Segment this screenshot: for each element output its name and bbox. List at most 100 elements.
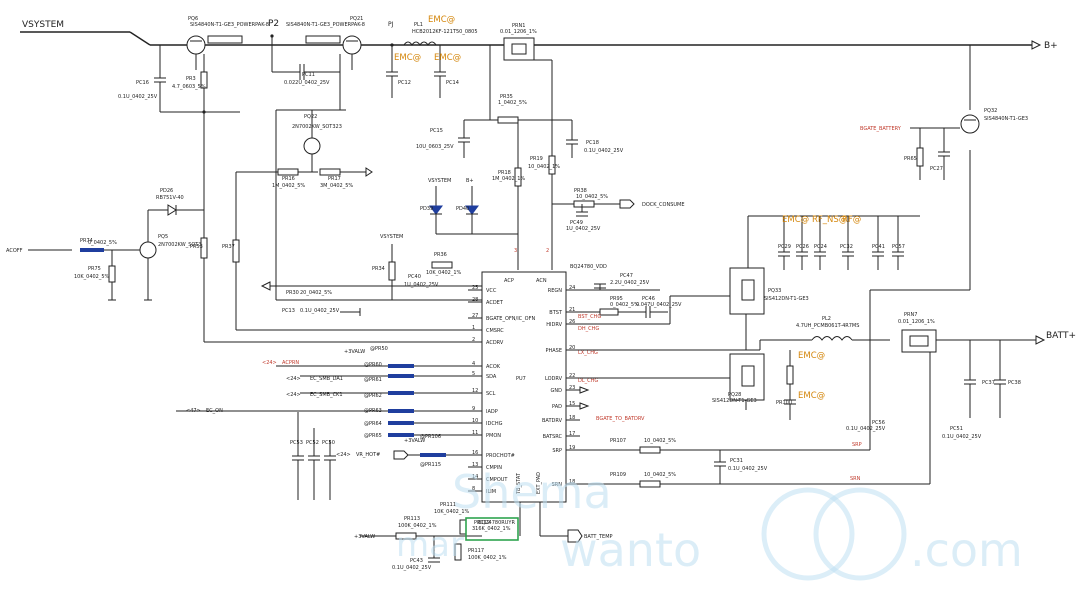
net-label-vsystem-small2: VSYSTEM <box>380 234 403 240</box>
label-pc15-value: 10U_0603_25V <box>416 144 454 150</box>
net-label-srn: SRN <box>850 476 861 482</box>
capacitor-pc12 <box>386 45 398 98</box>
label-pc16-value: 0.1U_0402_25V <box>118 94 158 100</box>
ic-pin-number: 15 <box>569 401 575 407</box>
emc-label-1: EMC@ <box>428 15 455 25</box>
label-pc56-value: 0.1U_0402_25V <box>846 426 886 432</box>
label-pc31-value: 0.1U_0402_25V <box>728 466 768 472</box>
net-label-ec-smb-da1: EC_SMB_DA1 <box>310 376 343 382</box>
label-pr30-value: 20_0402_5% <box>300 290 332 296</box>
label-pr109-value: 10_0402_5% <box>644 472 676 478</box>
ic-pin-number: 17 <box>569 431 575 437</box>
label-pc13-value: 0.1U_0402_25V <box>300 308 340 314</box>
ic-pin-name: BGATE_OFN/IC_OFN <box>486 316 535 322</box>
ic-pin-name: ACDET <box>486 300 504 306</box>
ic-pin-number: 1 <box>472 325 475 331</box>
ic-ref: PU7 <box>516 376 526 382</box>
page-ref-b: <24> <box>286 376 301 382</box>
label-pc27: PC27 <box>930 166 943 172</box>
ic-pin-number: 16 <box>472 450 478 456</box>
ic-pin-name: IDCHG <box>486 421 503 427</box>
mosfet-pq32 <box>960 114 980 134</box>
page-ref-d: <47> <box>186 408 201 414</box>
ic-bq24780 <box>481 271 567 503</box>
ic-pin-name: ACOK <box>486 364 501 370</box>
label-pr18-value: 1M_0402_1% <box>492 176 525 182</box>
label-pc49: PC49 <box>570 220 583 226</box>
capacitor-pc11 <box>271 36 341 110</box>
net-label-p2: P2 <box>268 19 279 29</box>
net-ref-3valw-b: +3VALW <box>404 438 425 444</box>
label-pc31: PC31 <box>730 458 743 464</box>
label-pr35-value: 1_0402_5% <box>498 100 527 106</box>
label-pq32-value: SIS4840N-T1-GE3 <box>984 116 1028 122</box>
resistor-pr38 <box>552 199 635 209</box>
label-pr30: PR30 <box>286 290 299 296</box>
label-pc13: PC13 <box>282 308 295 314</box>
input-capacitor <box>814 216 826 270</box>
ic-pin-number: 18 <box>569 415 575 421</box>
ic-top-pin-acn-num: 2 <box>546 248 549 254</box>
capacitor-pc27 <box>938 128 950 180</box>
capacitor-pc46 <box>618 306 668 318</box>
label-pr112-value: 316K_0402_1% <box>472 526 511 532</box>
capacitor-pc31 <box>714 450 726 484</box>
label-pq32: PQ32 <box>984 108 997 114</box>
mosfet-pq21 <box>305 35 362 70</box>
ic-pin-name: ILIM <box>486 489 496 495</box>
label-pd26-value: RB751V-40 <box>156 195 184 201</box>
label-pc12: PC12 <box>398 80 411 86</box>
ic-pin-number: 9 <box>472 406 475 412</box>
input-capacitor <box>796 216 808 270</box>
label-pr38-value: 10_0402_5% <box>576 194 608 200</box>
ic-pin-number: 24 <box>569 285 575 291</box>
label-pd26: PD26 <box>160 188 173 194</box>
label-pc18-value: 0.1U_0402_25V <box>584 148 624 154</box>
ic-pin-name: ACDRV <box>486 340 504 346</box>
mosfet-pq5 <box>139 210 157 300</box>
label-pc47-value: 2.2U_0402_25V <box>610 280 650 286</box>
label-pc41b: PC57 <box>892 244 905 250</box>
ic-pin-name: BATDRV <box>542 418 563 424</box>
label-pr-bus1: @PR50 <box>370 346 388 352</box>
label-pr111: PR111 <box>440 502 456 508</box>
ic-bottom-pin-2: EXT_PAD <box>536 472 542 494</box>
label-pr19: PR19 <box>530 156 543 162</box>
capacitor-pc43 <box>428 536 440 563</box>
capacitor-pc14 <box>434 45 446 98</box>
label-pr111-value: 10K_0402_1% <box>434 509 470 515</box>
inductor-pl1 <box>403 41 437 46</box>
ic-pin-number: 23 <box>569 385 575 391</box>
label-pr3: PR3 <box>186 76 196 82</box>
capacitor-pc47 <box>594 283 606 290</box>
ic-pin-number: 14 <box>472 474 478 480</box>
label-pr17-value: 3M_0402_5% <box>320 183 353 189</box>
resistor-pr113 <box>360 532 482 540</box>
ground-arrow <box>579 386 590 394</box>
ic-footprint: BQ24780RUYR <box>478 520 515 526</box>
ic-pin-name: CMSRC <box>486 328 504 334</box>
page-ref-c: <24> <box>286 392 301 398</box>
ic-pin-number: 22 <box>569 373 575 379</box>
watermark-text-3: wanto <box>560 523 701 577</box>
label-pc43-value: 0.1U_0402_25V <box>392 565 432 571</box>
label-pc14: PC14 <box>446 80 459 86</box>
label-pc43: PC43 <box>410 558 423 564</box>
label-pc50: PC50 <box>322 440 335 446</box>
net-label-vsystem-small: VSYSTEM <box>428 178 451 184</box>
label-pq22: PQ22 <box>304 114 317 120</box>
input-capacitor <box>842 216 854 270</box>
label-pr53: PR53 <box>190 244 203 250</box>
ic-pin-number: 4 <box>472 361 475 367</box>
label-pr19-value: 10_0402_1% <box>528 164 560 170</box>
resistor-pr3 <box>200 54 208 112</box>
net-label-battplus: BATT+ <box>1046 331 1076 341</box>
label-pc51: PC51 <box>950 426 963 432</box>
label-pd40: PD40 <box>456 206 469 212</box>
